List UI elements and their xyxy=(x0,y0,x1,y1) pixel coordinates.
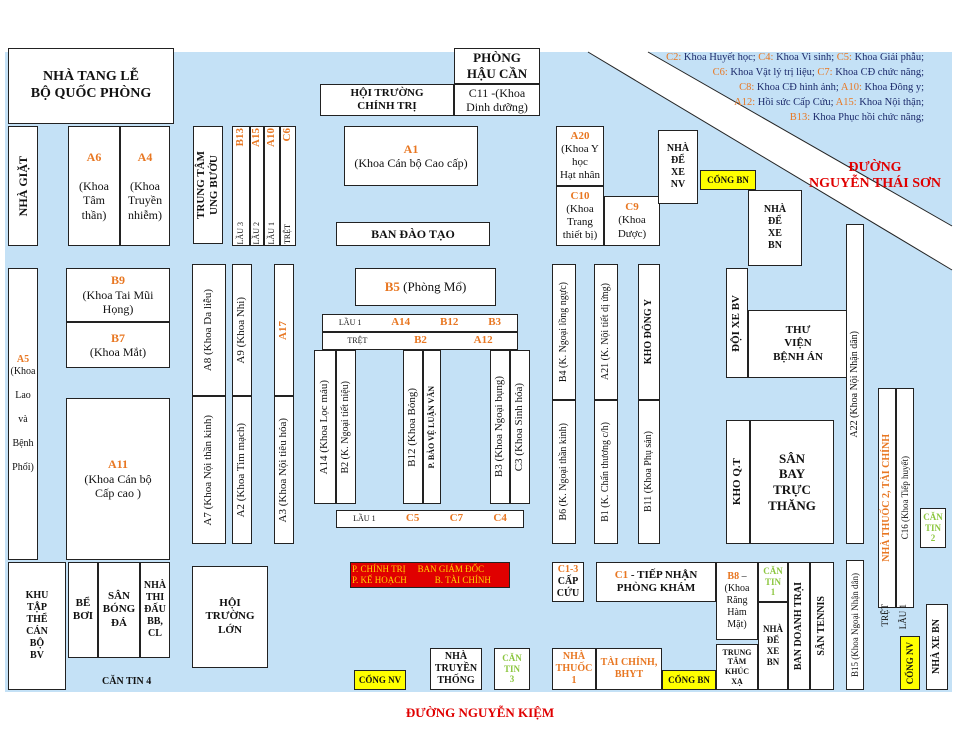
building-tai-chinh-bhyt: TÀI CHÍNH, BHYT xyxy=(596,648,662,690)
building-hoi-truong-lon: HỘI TRƯỜNG LỚN xyxy=(192,566,268,668)
road-label-nguyen-thai-son: ĐƯỜNG NGUYỄN THÁI SƠN xyxy=(809,160,941,191)
building-b5: B5 (Phòng Mổ) xyxy=(355,268,496,306)
label-tret: TRỆT xyxy=(880,604,890,627)
building-a17: A17 xyxy=(274,264,294,396)
legend: C2: Khoa Huyết học; C4: Khoa Vi sinh; C5… xyxy=(666,52,924,123)
building-a11: A11(Khoa Cán bộ Cấp cao ) xyxy=(66,398,170,560)
building-b4: B4 (K. Ngoại lồng ngực) xyxy=(552,264,576,400)
building-nha-thuoc-2: NHÀ THUỐC 2, TÀI CHÍNH xyxy=(878,388,896,608)
gate-cong-bn-bottom: CỔNG BN xyxy=(662,670,716,690)
building-a22: A22 (Khoa Nội Nhận dân) xyxy=(846,224,864,544)
building-hoi-truong-chinh-tri: HỘI TRƯỜNG CHÍNH TRỊ xyxy=(320,84,454,116)
building-trung-tam-khuc-xa: TRUNG TÂM KHÚC XẠ xyxy=(716,644,758,690)
building-thu-vien: THƯ VIỆN BỆNH ÁN xyxy=(748,310,848,378)
building-b7: B7(Khoa Mắt) xyxy=(66,322,170,368)
building-nha-de-xe-bn: NHÀ ĐỂ XE BN xyxy=(758,602,788,690)
building-c16: C16 (Khoa Tiếp huyết) xyxy=(896,388,914,608)
building-nha-thuoc-1: NHÀ THUỐC 1 xyxy=(552,648,596,690)
building-a8: A8 (Khoa Da liễu) xyxy=(192,264,226,396)
building-a1: A1(Khoa Cán bộ Cao cấp) xyxy=(344,126,478,186)
building-phong-hau-can: PHÒNG HẬU CẦN xyxy=(454,48,540,84)
building-a2: A2 (Khoa Tim mạch) xyxy=(232,396,252,544)
gate-cong-nv-right: CỔNG NV xyxy=(900,636,920,690)
building-b11: B11 (Khoa Phụ sản) xyxy=(638,400,660,544)
building-kho-dong-y: KHO ĐÔNG Y xyxy=(638,264,660,400)
building-b9: B9(Khoa Tai Mũi Họng) xyxy=(66,268,170,322)
building-a5: A5(Khoa Lao và Bệnh Phổi) xyxy=(8,268,38,560)
building-nha-de-xe-nv: NHÀ ĐỂ XE NV xyxy=(658,130,698,204)
building-b15: B15 (Khoa Ngoại Nhận dân) xyxy=(846,560,864,690)
canteen-3: CĂN TIN 3 xyxy=(494,648,530,690)
building-trung-tam-ung-buou: TRUNG TÂM UNG BƯỚU xyxy=(193,126,223,244)
building-san-bong-da: SÂN BÓNG ĐÁ xyxy=(98,562,140,658)
building-a7: A7 (Khoa Nội thần kinh) xyxy=(192,396,226,544)
canteen-2: CĂN TIN 2 xyxy=(920,508,946,548)
building-be-boi: BỂ BƠI xyxy=(68,562,98,658)
building-c11: C11 -(Khoa Dinh dưỡng) xyxy=(454,84,540,116)
building-b12-bong: B12 (Khoa Bỏng) xyxy=(403,350,423,504)
building-c1: C1 - TIẾP NHẬN PHÒNG KHÁM xyxy=(596,562,716,602)
building-nha-xe-bn: NHÀ XE BN xyxy=(926,604,948,690)
building-ban-dao-tao: BAN ĐÀO TẠO xyxy=(336,222,490,246)
building-a6: A6(Khoa Tâm thần) xyxy=(68,126,120,246)
building-nha-giat: NHÀ GIẶT xyxy=(8,126,38,246)
building-b3-ngoai-bung: B3 (Khoa Ngoại bụng) xyxy=(490,350,510,504)
building-a4: A4(Khoa Truyền nhiễm) xyxy=(120,126,170,246)
building-ban-doanh-trai: BAN DOANH TRẠI xyxy=(788,562,810,690)
building-nha-tang-le: NHÀ TANG LỄ BỘ QUỐC PHÒNG xyxy=(8,48,174,124)
building-kho-qt: KHO Q.T xyxy=(726,420,750,544)
canteen-1: CĂN TIN 1 xyxy=(758,562,788,602)
building-a20: A20(Khoa Y học Hạt nhân xyxy=(556,126,604,186)
gate-cong-nv-left: CỔNG NV xyxy=(354,670,406,690)
building-c10: C10(Khoa Trang thiết bị) xyxy=(556,186,604,246)
building-san-bay: SÂN BAY TRỰC THĂNG xyxy=(750,420,834,544)
building-p-bao-ve-luan-van: P. BẢO VỆ LUẬN VĂN xyxy=(423,350,441,504)
building-b6: B6 (K. Ngoại thần kinh) xyxy=(552,400,576,544)
building-c9: C9(Khoa Dược) xyxy=(604,196,660,246)
building-khu-tap-the: KHU TẬP THỂ CÁN BỘ BV xyxy=(8,562,66,690)
building-nha-de-xe-bn-top: NHÀ ĐỂ XE BN xyxy=(748,190,802,266)
building-nha-truyen-thong: NHÀ TRUYỀN THỐNG xyxy=(430,648,482,690)
road-label-nguyen-kiem: ĐƯỜNG NGUYỄN KIỆM xyxy=(405,705,555,720)
building-san-tennis: SÂN TENNIS xyxy=(810,562,834,690)
canteen-4: CĂN TIN 4 xyxy=(102,676,152,687)
building-c3-sinh-hoa: C3 (Khoa Sinh hóa) xyxy=(510,350,530,504)
building-b1: B1 (K. Chấn thương c/h) xyxy=(594,400,618,544)
label-lau1: LẦU 1 xyxy=(898,604,908,630)
building-doi-xe-bv: ĐỘI XE BV xyxy=(726,268,748,378)
building-nha-thi-dau: NHÀ THI ĐẤU BB, CL xyxy=(140,562,170,658)
building-b2-ngoai-tiet-nieu: B2 (K. Ngoại tiết niệu) xyxy=(336,350,356,504)
building-a14-loc-mau: A14 (Khoa Lọc máu) xyxy=(314,350,336,504)
building-a21: A21 (K. Nội tiết dị ứng) xyxy=(594,264,618,400)
building-a3: A3 (Khoa Nội tiêu hóa) xyxy=(274,396,294,544)
building-a9: A9 (Khoa Nhi) xyxy=(232,264,252,396)
building-b8: B8 – (Khoa Răng Hàm Mặt) xyxy=(716,562,758,640)
gate-cong-bn-top: CỔNG BN xyxy=(700,170,756,190)
